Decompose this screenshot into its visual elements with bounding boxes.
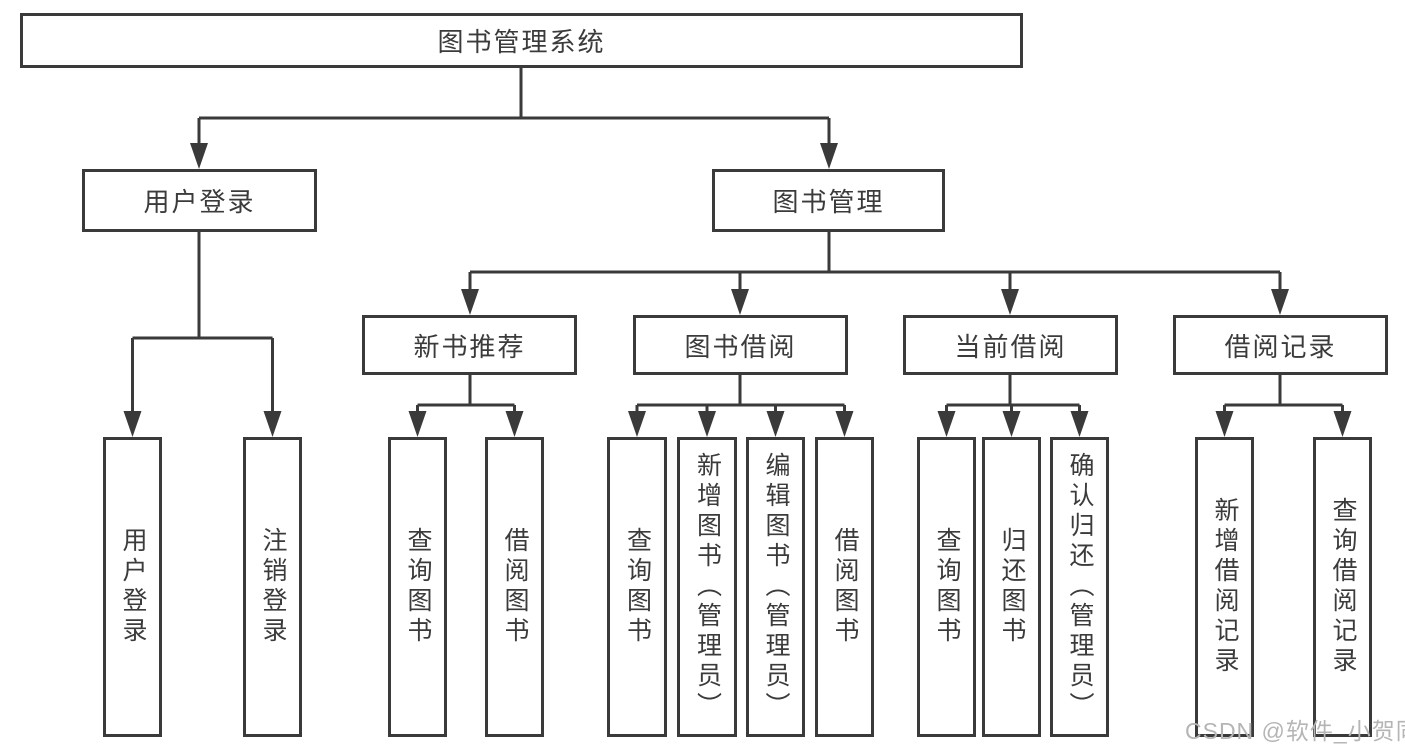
leaf-borrow-books-borrow: 借阅图书 — [815, 437, 874, 737]
leaf-edit-book-admin-label: 编辑图书（管理员） — [762, 452, 790, 722]
leaf-query-books-recommend-label: 查询图书 — [404, 527, 432, 647]
leaf-add-borrow-record-label: 新增借阅记录 — [1211, 497, 1239, 677]
leaf-user-login: 用户登录 — [103, 437, 162, 737]
node-book-borrow: 图书借阅 — [633, 315, 848, 375]
leaf-logout-label: 注销登录 — [259, 527, 287, 647]
leaf-query-borrow-record-label: 查询借阅记录 — [1329, 497, 1357, 677]
node-user-login: 用户登录 — [82, 169, 317, 232]
leaf-query-borrow-record: 查询借阅记录 — [1313, 437, 1372, 737]
leaf-edit-book-admin: 编辑图书（管理员） — [746, 437, 805, 737]
leaf-add-book-admin-label: 新增图书（管理员） — [693, 452, 722, 722]
leaf-user-login-label: 用户登录 — [119, 527, 147, 647]
leaf-add-book-admin: 新增图书（管理员） — [677, 437, 737, 737]
node-book-management: 图书管理 — [712, 169, 945, 232]
leaf-query-books-borrow: 查询图书 — [607, 437, 667, 737]
leaf-logout: 注销登录 — [243, 437, 302, 737]
leaf-borrow-books-recommend-label: 借阅图书 — [501, 527, 529, 647]
leaf-add-borrow-record: 新增借阅记录 — [1195, 437, 1254, 737]
leaf-return-book-label: 归还图书 — [998, 527, 1026, 647]
leaf-borrow-books-borrow-label: 借阅图书 — [831, 527, 859, 647]
node-borrow-records: 借阅记录 — [1173, 315, 1388, 375]
leaf-confirm-return-admin: 确认归还（管理员） — [1050, 437, 1109, 737]
leaf-return-book: 归还图书 — [982, 437, 1041, 737]
node-new-book-recommend: 新书推荐 — [362, 315, 577, 375]
watermark: CSDN @软件_小贺同学 — [1185, 718, 1405, 744]
leaf-query-books-borrow-label: 查询图书 — [623, 527, 652, 647]
leaf-borrow-books-recommend: 借阅图书 — [485, 437, 544, 737]
leaf-query-books-current-label: 查询图书 — [933, 527, 961, 647]
leaf-query-books-recommend: 查询图书 — [388, 437, 447, 737]
leaf-confirm-return-admin-label: 确认归还（管理员） — [1066, 452, 1094, 722]
node-current-borrow: 当前借阅 — [903, 315, 1118, 375]
node-root-library-system: 图书管理系统 — [20, 13, 1023, 68]
leaf-query-books-current: 查询图书 — [917, 437, 976, 737]
